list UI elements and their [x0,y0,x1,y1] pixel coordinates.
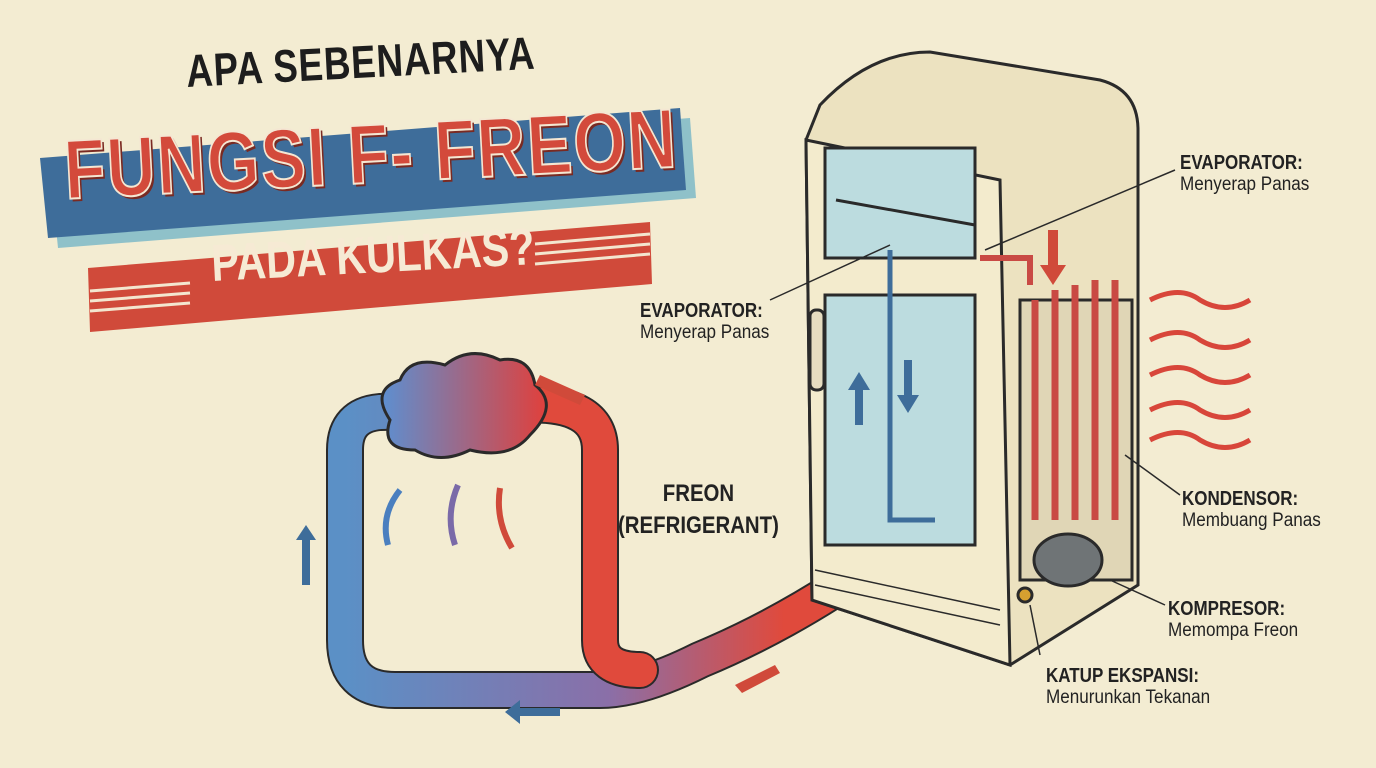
label-desc: Menyerap Panas [1180,174,1310,195]
heat-waves [1148,290,1252,450]
fridge-arrows [848,230,1066,425]
label-title: KONDENSOR: [1182,488,1299,510]
label-kompresor: KOMPRESOR: Memompa Freon [1168,598,1313,642]
leader-lines [769,169,1181,656]
flow-arrows [296,375,780,724]
freon-label-line1: FREON [662,480,735,507]
label-title: EVAPORATOR: [640,300,763,322]
label-desc: Menyerap Panas [640,322,770,343]
freon-label-line2: (REFRIGERANT) [618,512,779,539]
label-desc: Menurunkan Tekanan [1046,687,1211,708]
title-banner-blue [40,108,696,248]
freon-label: FREON (REFRIGERANT) [618,478,779,542]
label-evaporator-top: EVAPORATOR: Menyerap Panas [1180,152,1324,196]
up-arrows [382,483,515,550]
label-katup-ekspansi: KATUP EKSPANSI: Menurunkan Tekanan [1046,665,1228,709]
label-kondensor: KONDENSOR: Membuang Panas [1182,488,1336,532]
label-desc: Membuang Panas [1182,510,1321,531]
label-title: KATUP EKSPANSI: [1046,665,1200,687]
label-evaporator-left: EVAPORATOR: Menyerap Panas [640,300,784,344]
label-title: KOMPRESOR: [1168,598,1286,620]
refrigerator [804,50,1140,668]
title-banner-red [88,222,652,332]
label-desc: Memompa Freon [1168,620,1299,641]
heat-cloud [380,352,548,459]
label-title: EVAPORATOR: [1180,152,1303,174]
